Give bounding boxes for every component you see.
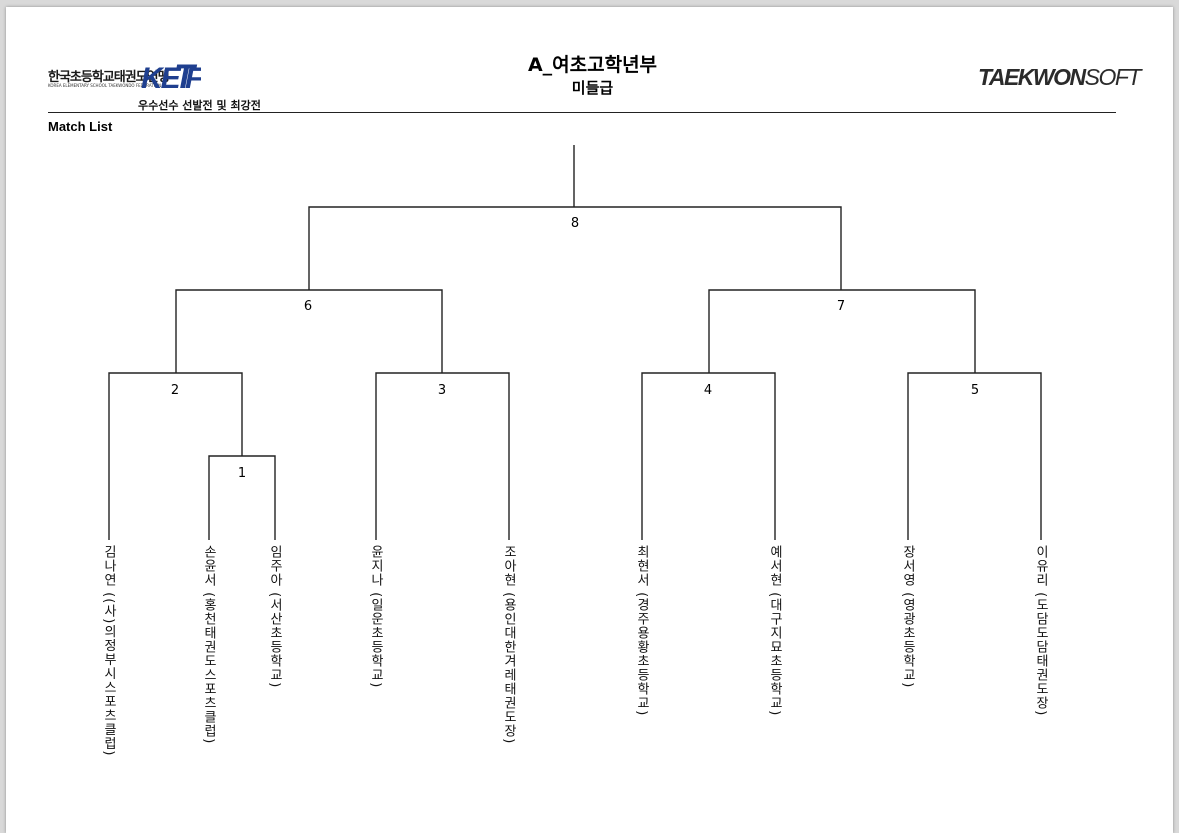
bracket-line-match-4 <box>641 372 776 540</box>
match-number-1: 1 <box>237 466 247 481</box>
match-number-7: 7 <box>836 299 846 314</box>
event-subtitle: 우수선수 선발전 및 최강전 <box>138 99 261 112</box>
bracket-line-match-1 <box>208 455 276 540</box>
section-label: Match List <box>48 119 113 134</box>
header-divider <box>48 112 1116 113</box>
bracket-line-match-7 <box>708 289 976 373</box>
match-number-8: 8 <box>570 216 580 231</box>
bracket-sheet <box>6 7 1173 833</box>
player-entry: 윤지나 (일운초등학교) <box>368 545 383 689</box>
match-number-2: 2 <box>170 383 180 398</box>
player-entry: 예서현 (대구지묘초등학교) <box>767 545 782 717</box>
bracket-line-match-3 <box>375 372 510 540</box>
ketf-logo: KE T F <box>141 58 201 96</box>
match-number-3: 3 <box>437 383 447 398</box>
division-title: A_여초고학년부 <box>527 54 658 76</box>
brand-part2: SOFT <box>1084 64 1142 90</box>
svg-text:F: F <box>185 62 201 95</box>
player-entry: 손윤서 (홍천태권도스포츠클럽) <box>201 545 216 745</box>
player-entry: 김나연 ((사)의정부시스포츠클럽) <box>101 545 116 757</box>
bracket-line-match-6 <box>175 289 443 373</box>
federation-name-english: KOREA ELEMENTARY SCHOOL TAEKWONDO FEDERA… <box>48 83 162 88</box>
player-entry: 최현서 (경주용황초등학교) <box>634 545 649 717</box>
match-number-6: 6 <box>303 299 313 314</box>
player-entry: 임주아 (서산초등학교) <box>267 545 282 689</box>
brand-part1: TAEKWON <box>978 64 1086 90</box>
taekwonsoft-logo: TAEKWONSOFT <box>978 64 1142 91</box>
match-number-5: 5 <box>970 383 980 398</box>
federation-name: 한국초등학교태권도연맹 <box>48 70 170 85</box>
player-entry: 조아현 (용인대한겨레태권도장) <box>501 545 516 745</box>
bracket-line-match-2 <box>108 372 243 540</box>
bracket-line-match-5 <box>907 372 1042 540</box>
match-number-4: 4 <box>703 383 713 398</box>
player-entry: 장서영 (영광초등학교) <box>900 545 915 689</box>
bracket-line-match-8 <box>308 145 842 290</box>
player-entry: 이유리 (도담도담태권도장) <box>1033 545 1048 717</box>
svg-text:T: T <box>174 58 198 96</box>
svg-text:KE: KE <box>141 62 182 95</box>
weight-class: 미들급 <box>571 79 614 97</box>
